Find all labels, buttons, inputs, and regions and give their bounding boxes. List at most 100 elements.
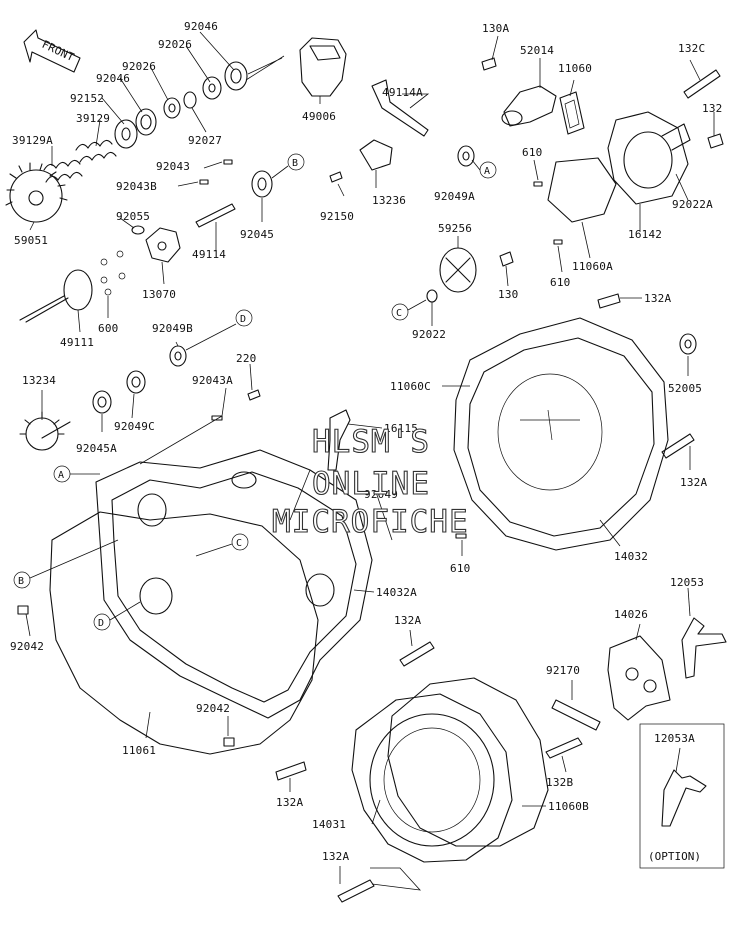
part-59051-kick-gear[interactable] [5, 162, 68, 223]
part-14026-bracket[interactable] [607, 635, 671, 721]
part-92026-top-washer[interactable] [202, 76, 222, 100]
part-92152-washer[interactable] [114, 119, 138, 149]
part-11060-gasket[interactable] [559, 91, 585, 135]
part-92170-pin[interactable] [551, 699, 601, 731]
part-11060B-gasket[interactable] [387, 677, 549, 847]
label-92026: 92026 [122, 60, 156, 73]
part-132C-bolt[interactable] [683, 69, 721, 99]
part-11060C-clutch-cover-gasket[interactable] [453, 317, 669, 551]
part-49114-shaft[interactable] [195, 203, 236, 228]
label-132C: 132C [678, 42, 705, 55]
label-49111: 49111 [60, 336, 94, 349]
svg-text:D: D [240, 314, 246, 325]
part-600-balls[interactable] [100, 250, 126, 296]
svg-text:A: A [58, 470, 64, 481]
label-130: 130 [498, 288, 518, 301]
part-49111-drum[interactable] [19, 269, 93, 323]
part-610-pin-a[interactable] [533, 181, 543, 187]
part-92027-ring[interactable] [183, 91, 197, 109]
part-16142-pump-cover[interactable] [607, 111, 691, 205]
part-92043-pin[interactable] [223, 159, 233, 165]
part-132A-right-bolt[interactable] [661, 433, 695, 459]
part-92055-oring[interactable] [131, 225, 145, 235]
label-11061: 11061 [122, 744, 156, 757]
part-92049A-seal[interactable] [457, 145, 475, 167]
label-92042-left: 92042 [10, 640, 44, 653]
label-92049B: 92049B [152, 322, 193, 335]
part-13236-lever[interactable] [359, 139, 393, 171]
label-132: 132 [702, 102, 722, 115]
leader-lines [25, 31, 715, 891]
label-16115: 16115 [384, 422, 418, 435]
label-11060C: 11060C [390, 380, 431, 393]
label-92042-mid: 92042 [196, 702, 230, 715]
ref-circles: A A B B C C D D [13, 153, 497, 631]
label-92150: 92150 [320, 210, 354, 223]
part-59256-impeller[interactable] [439, 247, 477, 293]
part-14032A-crankcase-cover[interactable] [95, 449, 373, 719]
part-132A-mid-bolt[interactable] [399, 641, 435, 667]
part-52005-seal[interactable] [679, 333, 697, 355]
part-11061-gasket[interactable] [49, 511, 319, 755]
label-49006: 49006 [302, 110, 336, 123]
label-92049: 92049 [364, 488, 398, 501]
ref-c-left: C [195, 533, 249, 557]
part-132B-bolt[interactable] [545, 737, 583, 759]
part-132A-low-bolt[interactable] [275, 761, 307, 781]
part-39129-spring[interactable] [75, 139, 117, 163]
part-130-bolt[interactable] [499, 251, 514, 267]
part-49114A-shaft[interactable] [371, 79, 429, 137]
label-132A-right: 132A [680, 476, 707, 489]
part-13234-gear[interactable] [19, 411, 71, 451]
part-132-bolt[interactable] [707, 133, 724, 149]
label-132A-low: 132A [276, 796, 303, 809]
svg-text:B: B [292, 158, 298, 169]
option-label: (OPTION) [648, 850, 701, 863]
part-92046-bearing[interactable] [135, 108, 157, 136]
part-92022-washer[interactable] [426, 289, 438, 303]
label-59051: 59051 [14, 234, 48, 247]
label-11060: 11060 [558, 62, 592, 75]
part-13070-cam[interactable] [145, 227, 181, 263]
part-39129A-spring[interactable] [43, 159, 83, 183]
label-92170: 92170 [546, 664, 580, 677]
part-12053-guide[interactable] [681, 617, 727, 679]
label-92045: 92045 [240, 228, 274, 241]
label-39129A: 39129A [12, 134, 53, 147]
part-49006-housing[interactable] [299, 37, 347, 97]
label-16142: 16142 [628, 228, 662, 241]
part-14031-magneto-cover[interactable] [351, 693, 513, 863]
label-92046: 92046 [96, 72, 130, 85]
label-610-b: 610 [550, 276, 570, 289]
ref-b-top: B [271, 153, 305, 179]
part-52014-elbow[interactable] [501, 85, 557, 127]
part-92042-left-pin[interactable] [17, 605, 29, 615]
part-610-pin-c[interactable] [455, 533, 467, 539]
part-92045-bearing[interactable] [251, 170, 273, 198]
part-92046-top-bearing[interactable] [224, 55, 285, 91]
front-label: FRONT [40, 38, 77, 64]
label-92022: 92022 [412, 328, 446, 341]
part-130A-bolt[interactable] [481, 57, 497, 71]
label-600: 600 [98, 322, 118, 335]
part-92045A-bearing[interactable] [92, 390, 112, 414]
part-132A-top-bolt[interactable] [597, 293, 621, 309]
part-92043A-pin[interactable] [211, 415, 223, 421]
part-16115-lever[interactable] [327, 409, 351, 471]
part-92049C-seal[interactable] [126, 370, 146, 394]
part-132A-bottom-bolt[interactable] [337, 879, 375, 903]
part-610-pin-b[interactable] [553, 239, 563, 245]
label-11060A: 11060A [572, 260, 613, 273]
part-92043B-pin[interactable] [199, 179, 209, 185]
part-92049B-seal[interactable] [169, 345, 187, 367]
label-92043A: 92043A [192, 374, 233, 387]
label-132A-top: 132A [644, 292, 671, 305]
watermark-line-3: MICROFICHE [272, 504, 469, 540]
part-92026-washer[interactable] [163, 97, 181, 119]
label-49114A: 49114A [382, 86, 423, 99]
part-11060A-gasket[interactable] [547, 157, 617, 223]
part-92150-bolt[interactable] [329, 171, 343, 183]
part-220-bolt[interactable] [247, 389, 261, 401]
part-92042-mid-pin[interactable] [223, 737, 235, 747]
